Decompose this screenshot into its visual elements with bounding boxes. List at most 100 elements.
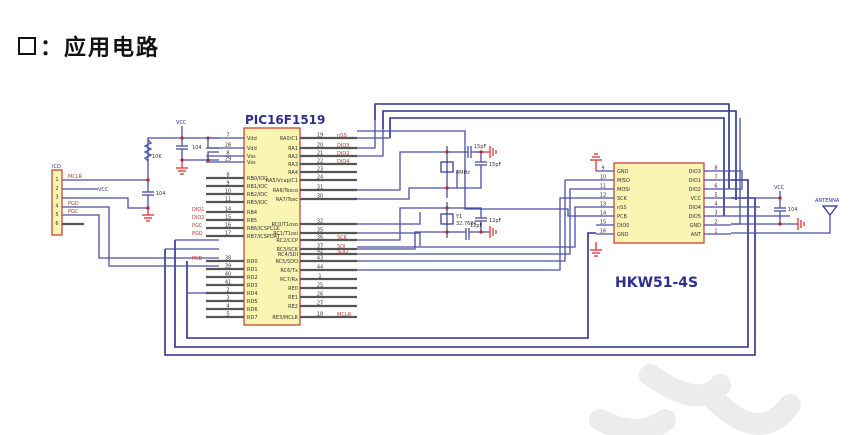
mcu-pin-label: RD6: [247, 307, 258, 313]
module-pin-label: SCK: [617, 196, 628, 202]
mcu-pin-number: 8: [226, 173, 229, 179]
mcu-pin-label: RB6/ICSPCLK: [247, 226, 280, 232]
header-pin-number: 4: [55, 203, 58, 209]
module-body: [613, 162, 705, 244]
mcu-pin-label: RA3: [288, 162, 298, 168]
mcu-pin-label: Vss: [247, 154, 256, 160]
mcu-pin-number: 42: [317, 249, 323, 255]
vcc-label: VCC: [176, 120, 187, 126]
mcu-pin-label: RB1/IOC: [247, 184, 268, 190]
module-pin-number: 9: [601, 166, 604, 172]
module-pin-label: VCC: [691, 196, 702, 202]
mcu-pin-label: RE0: [288, 286, 298, 292]
mcu-pin-number: 28: [225, 143, 231, 149]
mcu-right-net-label: SCK: [337, 235, 348, 241]
mcu-pin-number: 16: [225, 223, 231, 229]
module-pin-label: DIO0: [617, 223, 629, 229]
heading-text: 应用电路: [64, 35, 161, 61]
header-pin-number: 6: [55, 221, 58, 227]
mcu-pin-label: RC4/SDI: [278, 252, 298, 258]
cap-12pf-a-label: 12pF: [489, 218, 502, 224]
mcu-pin-number: 1: [318, 274, 321, 280]
mcu-right-net-label: SDI: [337, 244, 346, 250]
module-power-antenna: VCC 104 ANTENNA: [731, 185, 840, 230]
mcu-pin-number: 10: [225, 189, 231, 195]
mcu-pin-label: RA0/C1: [280, 136, 298, 142]
mcu-pin-label: RD4: [247, 291, 258, 297]
mcu-pin-label: RC0/T1oso: [271, 222, 298, 228]
mcu-pin-label: RC5/SDO: [275, 259, 298, 265]
cap-12pf-b-label: 12pF: [470, 223, 483, 229]
mcu-left-net-label: PGD: [192, 231, 203, 237]
mcu-pin-number: 5: [226, 312, 229, 318]
module-pin-number: 11: [600, 184, 606, 190]
mcu-pin-label: RE2: [288, 304, 298, 310]
mcu-pin-number: 44: [317, 265, 323, 271]
net-pgd: PGD: [68, 201, 79, 207]
reset-network: 10K 104 VCC 104: [142, 120, 219, 222]
mcu-pin-label: RA1: [288, 146, 298, 152]
mcu-pin-number: 32: [317, 219, 323, 225]
mcu-pin-label: RD0: [247, 259, 258, 265]
mcu-name: PIC16F1519: [245, 113, 325, 127]
resistor-label: 10K: [152, 154, 162, 160]
module-pin-number: 7: [714, 175, 717, 181]
header-pin-number: 3: [55, 195, 58, 201]
mcu-left-net-label: PCB: [192, 256, 203, 262]
mcu-pin-number: 31: [317, 185, 323, 191]
module-pin-number: 12: [600, 193, 606, 199]
mcu-pin-number: 39: [225, 264, 231, 270]
module-pin-label: GND: [617, 232, 629, 238]
mcu-pin-label: RD1: [247, 267, 258, 273]
mcu-pin-label: RC3/SCK: [276, 247, 298, 253]
decouple-cap-label: 104: [192, 145, 202, 151]
module-pin-number: 3: [714, 211, 717, 217]
mcu-pin-number: 26: [317, 292, 323, 298]
mcu-right-net-label: DIO2: [337, 151, 349, 157]
module-pin-label: MOSI: [617, 187, 630, 193]
module-pin-number: 15: [600, 220, 606, 226]
mcu-pin-number: 27: [317, 301, 323, 307]
module-pin-label: DIO3: [689, 169, 701, 175]
mcu-pin-label: RC2/CCP: [276, 238, 298, 244]
mcu-pin-label: RA6/Tosco: [273, 188, 298, 194]
header-pin-number: 5: [55, 212, 58, 218]
mcu-pin-number: 8: [226, 151, 229, 157]
mcu-pin-label: RE1: [288, 295, 298, 301]
module-pin-label: MISO: [617, 178, 630, 184]
mcu-pin-number: 11: [225, 197, 231, 203]
mcu-right-net-label: SDO: [337, 249, 348, 255]
mcu-pin-label: RA7/Tosc: [276, 197, 298, 203]
mcu-pin-number: 36: [317, 235, 323, 241]
mcu-left-net-label: DIO1: [192, 207, 204, 213]
header-name: ICD: [52, 164, 61, 170]
mcu-pin-label: Vss: [247, 160, 256, 166]
antenna-label: ANTENNA: [815, 198, 840, 204]
mcu-pin-number: 40: [225, 272, 231, 278]
mcu-pin-label: RA2: [288, 154, 298, 160]
module-pin-number: 13: [600, 202, 606, 208]
mcu-pin-label: RB4: [247, 210, 257, 216]
header-pin-number: 1: [55, 177, 58, 183]
mcu-pin-label: RC1/T1osi: [273, 231, 298, 237]
mcu-pin-label: RA5/Vcap/C1: [266, 178, 298, 184]
module-pin-number: 8: [714, 166, 717, 172]
module-pin-label: ANT: [691, 232, 702, 238]
module-cap-label: 104: [788, 207, 798, 213]
module-pin-number: 16: [600, 229, 606, 235]
mcu-pin-number: 15: [225, 215, 231, 221]
mcu-pin-label: RD3: [247, 283, 258, 289]
mcu-right-net-label: MCLR: [337, 312, 352, 318]
checkbox-square-icon: [18, 37, 36, 55]
module-pin-number: 10: [600, 175, 606, 181]
mcu-pin-number: 30: [317, 194, 323, 200]
mcu-left-net-label: PGC: [192, 223, 203, 229]
watermark-logo: [589, 364, 801, 435]
module-pin-label: GND: [617, 169, 629, 175]
module-pin-number: 4: [714, 202, 717, 208]
mcu-pin-label: RB7/ICSPDAT: [247, 234, 281, 240]
mcu-pin-number: 17: [225, 231, 231, 237]
mcu-pin-label: RE3/MCLR: [272, 315, 298, 321]
section-heading: ： 应用电路: [18, 30, 160, 62]
